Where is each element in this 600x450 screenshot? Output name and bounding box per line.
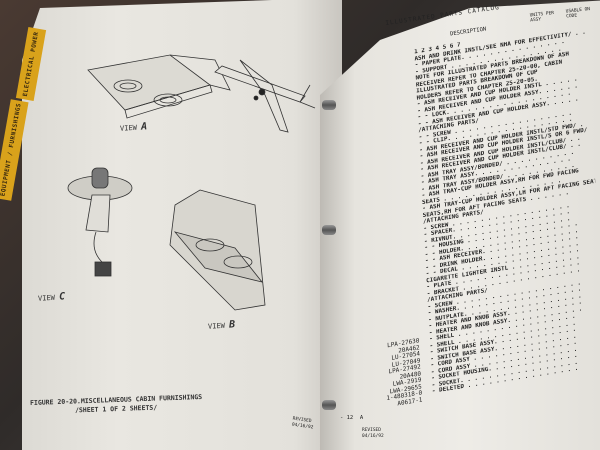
binder-ring xyxy=(322,100,336,110)
view-b-drawing xyxy=(169,189,266,311)
aircraft-drawing xyxy=(214,59,316,133)
right-page xyxy=(320,0,600,450)
view-a-label: VIEW A xyxy=(119,121,148,133)
parts-illustration xyxy=(67,54,316,311)
view-c-label: VIEW C xyxy=(37,291,66,303)
view-c-drawing xyxy=(67,167,133,277)
binder-ring xyxy=(322,400,336,410)
view-b-label: VIEW B xyxy=(207,319,236,331)
view-a-drawing xyxy=(87,54,231,119)
item-marker: - 12 A xyxy=(340,415,364,421)
binder-ring xyxy=(322,225,336,235)
